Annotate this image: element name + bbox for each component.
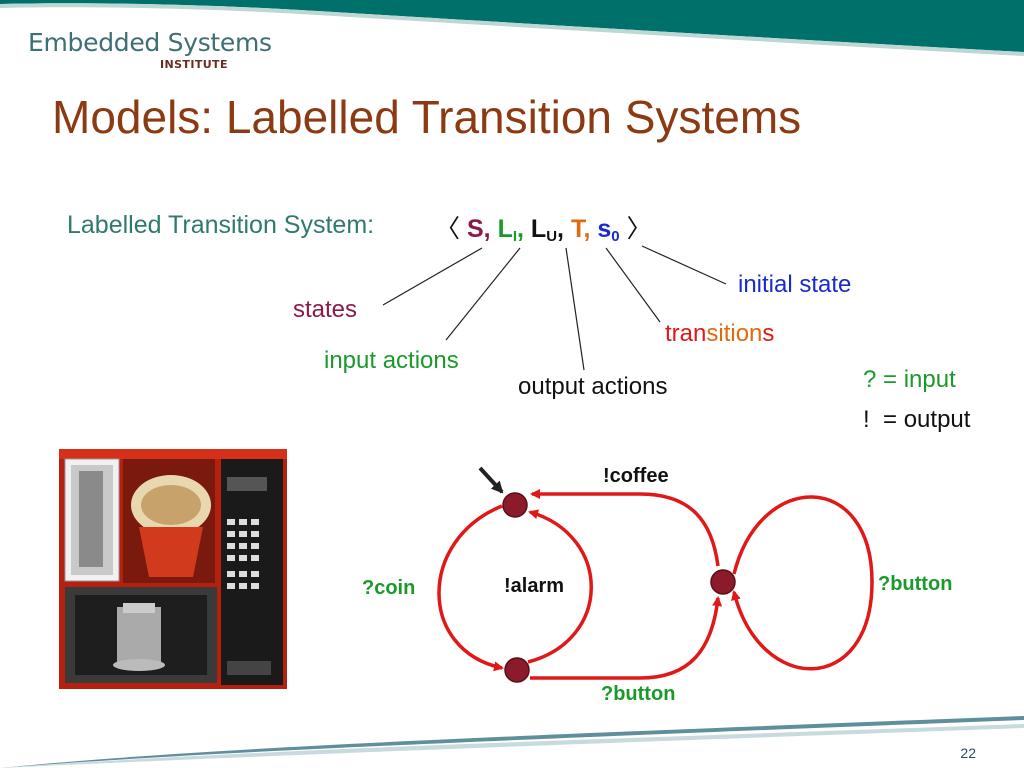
lts-tuple: 〈 S, LI, LU, T, s0 〉 xyxy=(435,209,652,245)
tuple-lu-base: L xyxy=(530,215,547,243)
tuple-s0-sub: 0 xyxy=(611,228,620,245)
edge-button-right xyxy=(731,495,874,671)
tuple-s0-base: s xyxy=(597,215,612,243)
transitions-part-3: s xyxy=(762,320,775,347)
label-states: states xyxy=(293,296,358,323)
tuple-comma: , xyxy=(583,215,591,243)
label-transitions: transitions xyxy=(665,320,774,348)
legend-input-text: = input xyxy=(883,366,956,393)
tuple-states: S xyxy=(466,215,484,243)
edge-label-button-right: ?button xyxy=(878,573,953,595)
transitions-part-2: sition xyxy=(706,320,763,347)
pointer-initial-state xyxy=(641,245,727,285)
tuple-comma: , xyxy=(557,215,564,243)
edge-label-button-bottom: ?button xyxy=(601,683,676,705)
state-node-bottom xyxy=(504,657,530,683)
legend-input: ? = input xyxy=(863,366,956,394)
legend-output: ! = output xyxy=(863,406,970,434)
edge-coffee xyxy=(530,489,720,567)
transitions-part-1: tran xyxy=(665,320,707,347)
label-input-actions: input actions xyxy=(324,347,459,374)
tuple-output-actions: LU xyxy=(530,215,558,245)
logo-text: Embedded Systems xyxy=(28,28,272,57)
coffee-machine-image xyxy=(59,449,287,689)
label-output-actions: output actions xyxy=(518,373,668,400)
edge-label-alarm: !alarm xyxy=(504,575,565,597)
pointer-states xyxy=(382,247,483,306)
legend-input-symbol: ? xyxy=(863,366,877,393)
tuple-input-actions: LI xyxy=(497,215,518,245)
edge-label-coin: ?coin xyxy=(362,577,416,599)
tuple-open-bracket: 〈 xyxy=(435,215,461,243)
label-initial-state: initial state xyxy=(738,271,852,298)
pointer-input-actions xyxy=(445,247,521,341)
tuple-comma: , xyxy=(483,215,491,243)
tuple-comma: , xyxy=(517,215,524,243)
tuple-lu-sub: U xyxy=(546,228,558,245)
edge-label-coffee: !coffee xyxy=(603,465,669,487)
tuple-initial-state: s0 xyxy=(597,215,620,245)
state-node-middle xyxy=(710,569,736,595)
slide-title: Models: Labelled Transition Systems xyxy=(52,91,802,143)
state-node-initial xyxy=(502,492,528,518)
tuple-close-bracket: 〉 xyxy=(626,215,652,243)
pointer-transitions xyxy=(605,247,661,323)
tuple-transitions: T xyxy=(570,215,584,243)
header-band xyxy=(0,0,1024,56)
tuple-li-sub: I xyxy=(512,228,518,245)
page-number: 22 xyxy=(960,745,976,761)
lts-definition-label: Labelled Transition System: xyxy=(67,211,375,239)
logo-subtext: INSTITUTE xyxy=(160,58,228,71)
legend-output-text: = output xyxy=(883,406,971,433)
edge-coin xyxy=(437,504,504,672)
legend-output-symbol: ! xyxy=(863,406,870,433)
tuple-li-base: L xyxy=(497,215,513,243)
edge-button-bottom xyxy=(530,596,723,680)
pointer-output-actions xyxy=(565,247,585,371)
edge-alarm xyxy=(527,509,593,664)
initial-arrow xyxy=(478,466,504,494)
